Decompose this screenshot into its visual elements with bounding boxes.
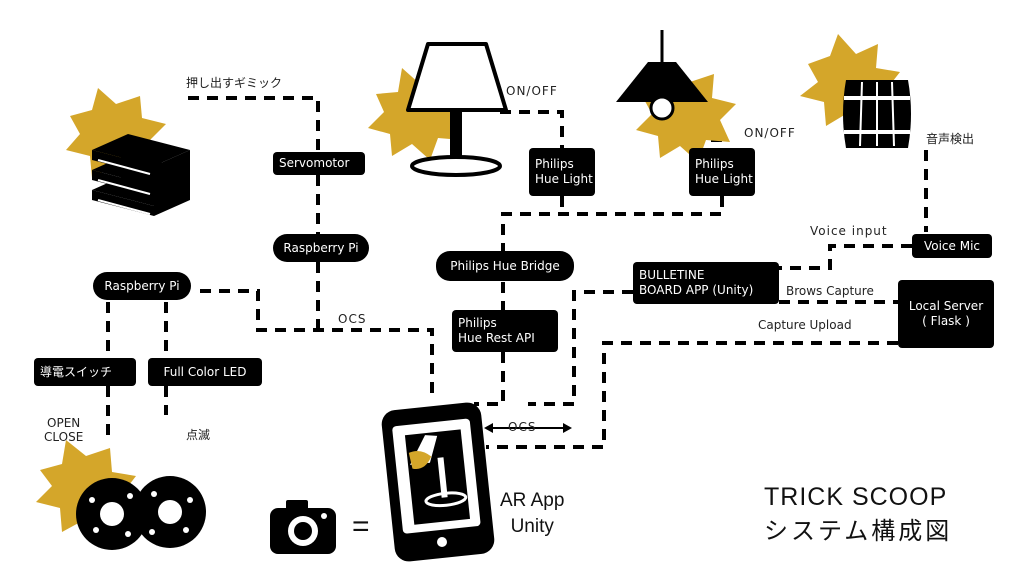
bulletin-board-line1: BULLETINE	[639, 268, 705, 282]
connector-raspi-left-phone	[200, 289, 434, 398]
connector-server-phone	[486, 341, 898, 449]
smartphone-icon	[381, 402, 495, 562]
bulletin-board-line2: BOARD APP (Unity)	[639, 283, 754, 297]
connector-gimmick-servo	[188, 96, 320, 152]
ocs-label-2: OCS	[508, 420, 537, 434]
close-label: CLOSE	[44, 430, 84, 444]
donuts-icon	[76, 476, 206, 550]
hue-rest-api-line2: Hue Rest API	[458, 331, 535, 345]
open-label: OPEN	[47, 416, 81, 430]
hue-bridge-node: Philips Hue Bridge	[436, 251, 574, 281]
local-server-line2: ( Flask )	[922, 314, 970, 328]
hue-light-1-node: Philips Hue Light	[529, 148, 595, 196]
table-lamp-icon	[406, 42, 508, 177]
hue-light-2-line2: Hue Light	[695, 172, 753, 186]
ocs-label-1: OCS	[338, 312, 367, 326]
full-color-led-node: Full Color LED	[148, 358, 262, 386]
equals-sign: =	[352, 510, 370, 543]
blink-label: 点滅	[186, 428, 211, 442]
camera-icon	[270, 500, 336, 554]
connector-hue2-bridge	[501, 196, 724, 251]
connector-mic-bulletin	[779, 244, 912, 270]
local-server-line1: Local Server	[908, 299, 984, 313]
bulletin-board-node: BULLETINE BOARD APP (Unity)	[633, 262, 779, 304]
servomotor-node: Servomotor	[273, 152, 365, 175]
connector-lamp-hue1	[500, 110, 564, 148]
open-close-label: OPEN CLOSE	[44, 416, 83, 444]
title-line2: システム構成図	[764, 517, 953, 545]
title-line1: TRICK SCOOP	[764, 483, 948, 511]
diagram-title: TRICK SCOOP システム構成図	[764, 480, 952, 548]
onoff-label-2: ON/OFF	[744, 126, 796, 140]
hue-light-2-node: Philips Hue Light	[689, 148, 755, 196]
books-icon	[92, 134, 190, 216]
hue-light-1-line2: Hue Light	[535, 172, 593, 186]
raspberry-pi-top-node: Raspberry Pi	[273, 234, 369, 262]
hue-rest-api-node: Philips Hue Rest API	[452, 310, 558, 352]
ocs-arrow	[484, 423, 572, 433]
ar-app-label: AR App Unity	[500, 488, 564, 540]
barrel-icon	[843, 80, 911, 148]
raspberry-pi-left-node: Raspberry Pi	[93, 272, 191, 300]
push-gimmick-label: 押し出すギミック	[186, 76, 283, 90]
ar-app-line2: Unity	[510, 516, 554, 537]
conductive-switch-node: 導電スイッチ	[34, 358, 136, 386]
voice-detect-label: 音声検出	[926, 132, 975, 146]
ar-app-line1: AR App	[500, 490, 565, 511]
connector-bulletin-phone	[528, 290, 633, 406]
connector-api-phone	[474, 352, 505, 406]
pendant-lamp-icon	[616, 30, 708, 121]
brows-capture-label: Brows Capture	[786, 284, 874, 298]
onoff-label-1: ON/OFF	[506, 84, 558, 98]
connector-lines	[106, 96, 928, 449]
capture-upload-label: Capture Upload	[758, 318, 852, 332]
voice-input-label: Voice input	[810, 224, 888, 238]
hue-rest-api-line1: Philips	[458, 316, 497, 330]
hue-light-1-line1: Philips	[535, 157, 574, 171]
voice-mic-node: Voice Mic	[912, 234, 992, 258]
local-server-node: Local Server ( Flask )	[898, 280, 994, 348]
hue-light-2-line1: Philips	[695, 157, 734, 171]
